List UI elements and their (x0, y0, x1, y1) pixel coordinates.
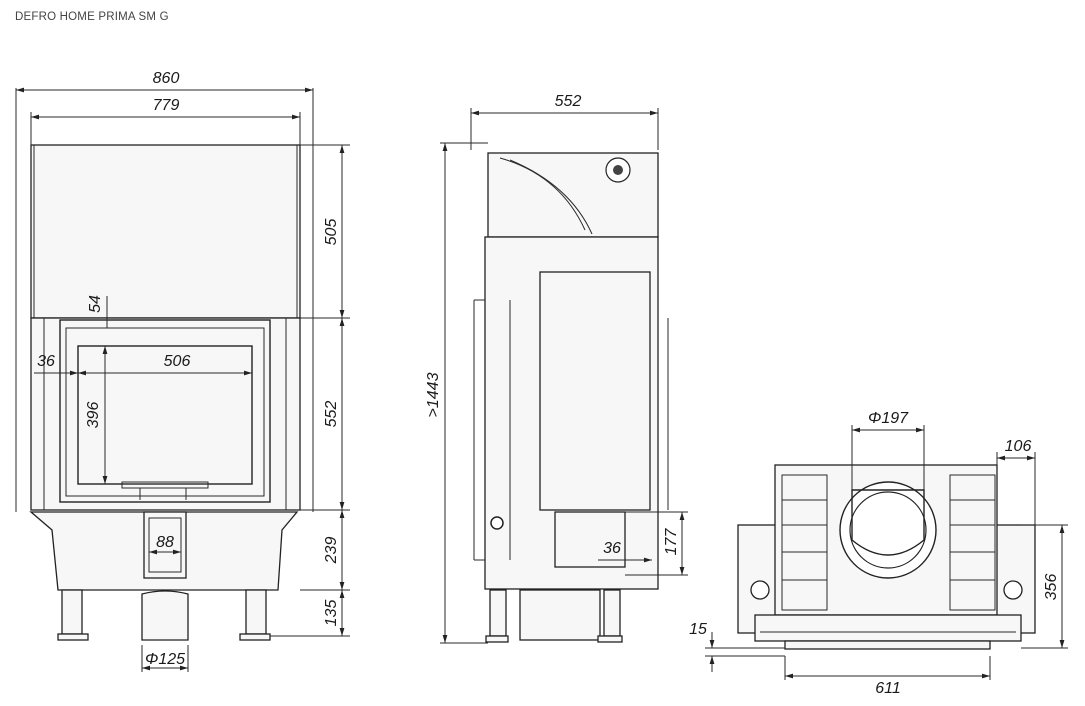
dim-front-width: 860 (153, 70, 180, 87)
top-dimensions: Φ197 106 356 15 611 (689, 410, 1068, 697)
side-dimensions: 552 >1443 36 177 (425, 93, 688, 644)
drawing-title: DEFRO HOME PRIMA SM G (15, 11, 169, 23)
side-chamber (539, 271, 651, 511)
dim-base-height: 239 (323, 537, 340, 565)
dim-door-offset: 54 (87, 295, 104, 313)
top-view (737, 464, 1036, 650)
dim-top-plate: 15 (689, 621, 707, 638)
dim-front-inner-width: 779 (153, 97, 180, 114)
dim-flue-diameter: Φ197 (868, 410, 909, 427)
front-door (59, 319, 271, 503)
dim-top-height: 505 (323, 219, 340, 246)
front-air-inlet (141, 590, 189, 641)
dim-leg-height: 135 (323, 600, 340, 627)
front-view (29, 144, 301, 641)
dim-top-height-right: 356 (1043, 574, 1060, 601)
top-base-plate (754, 614, 1022, 642)
front-inlet (143, 511, 187, 579)
dim-side-depth: 552 (555, 93, 582, 110)
front-door-frame (30, 317, 301, 511)
dim-glass-left: 36 (37, 353, 55, 370)
side-top-box (487, 152, 659, 238)
front-dimensions: 860 779 505 54 36 506 396 552 239 135 88… (15, 70, 350, 672)
dim-total-height: >1443 (425, 372, 442, 417)
side-air-inlet (519, 589, 601, 641)
top-flue (851, 489, 925, 556)
dim-side-inlet-offset: 36 (603, 540, 621, 557)
dim-side-inlet-height: 177 (663, 528, 680, 556)
dim-glass-height: 396 (85, 402, 102, 429)
front-hood (30, 144, 301, 319)
side-view (473, 152, 669, 643)
dim-glass-width: 506 (164, 353, 191, 370)
dim-inlet-width: 88 (156, 534, 174, 551)
dim-top-side-offset: 106 (1005, 438, 1032, 455)
dim-door-height: 552 (323, 401, 340, 428)
dim-inlet-diameter: Φ125 (145, 651, 185, 668)
dim-top-base-width: 611 (875, 680, 901, 697)
